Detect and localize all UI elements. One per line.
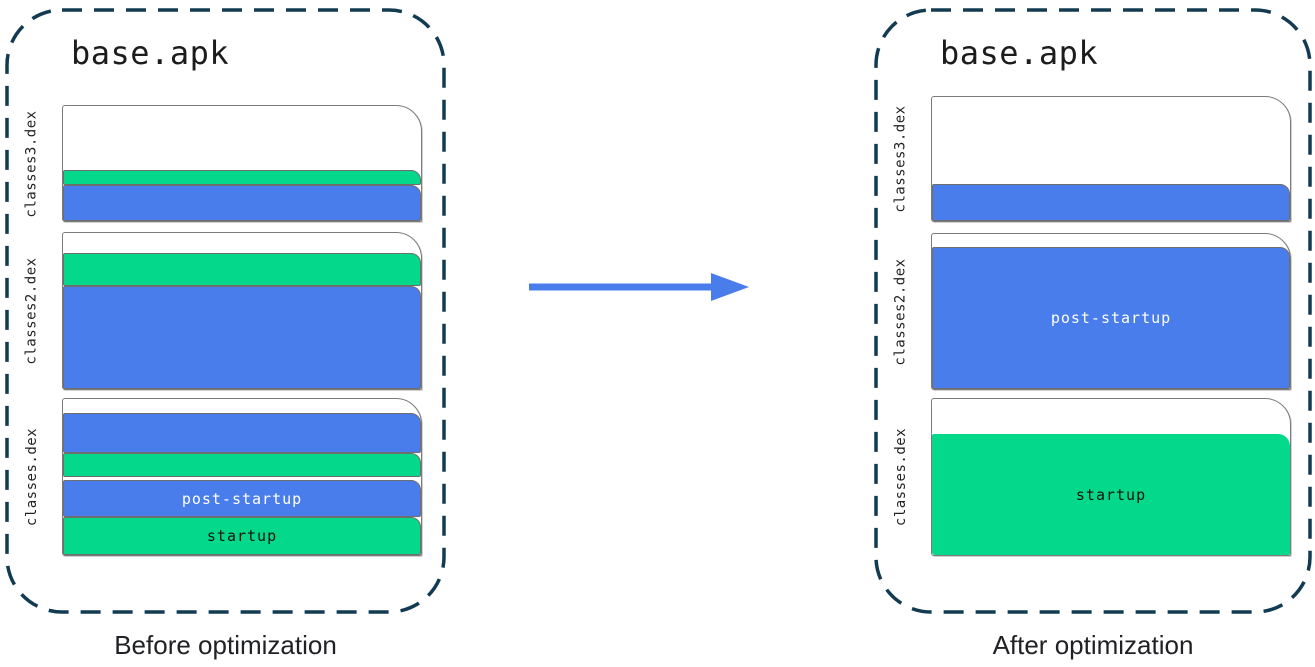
page-free-space (63, 233, 421, 253)
dex-page: post-startup (931, 233, 1291, 390)
dashed-container-border (874, 8, 1312, 614)
apk-title: base.apk (940, 34, 1099, 72)
dashed-container-border (5, 8, 446, 614)
dex-file-label: classes3.dex (878, 96, 924, 222)
optimization-arrow-icon (529, 273, 749, 301)
dex-segment-startup: startup (63, 517, 421, 555)
dex-file-label-text: classes.dex (893, 427, 909, 527)
page-free-space (63, 106, 421, 170)
dex-file-label: classes2.dex (9, 232, 55, 390)
dex-file-row: classes2.dex (5, 232, 446, 390)
page-free-space (932, 234, 1290, 247)
dex-file-row: classes3.dex (874, 96, 1312, 222)
dex-segment-post-startup: post-startup (63, 480, 421, 517)
dex-file-label: classes.dex (9, 398, 55, 556)
dex-file-label: classes2.dex (878, 233, 924, 390)
dex-page (931, 96, 1291, 222)
dex-page: startup (931, 398, 1291, 556)
dex-file-label-text: classes2.dex (893, 257, 909, 366)
dex-file-label-text: classes.dex (24, 427, 40, 527)
dex-file-label: classes3.dex (9, 105, 55, 222)
dex-segment-green (63, 253, 421, 286)
dex-file-label-text: classes3.dex (24, 109, 40, 218)
dex-file-row: classes3.dex (5, 105, 446, 222)
dex-file-row: classes.dex startup (874, 398, 1312, 556)
before-caption: Before optimization (114, 630, 337, 660)
panel-after-optimization: base.apk classes3.dex classes2.dex post-st… (874, 8, 1312, 660)
after-caption: After optimization (992, 630, 1194, 660)
apk-title: base.apk (71, 34, 230, 72)
dex-file-row: classes2.dex post-startup (874, 233, 1312, 390)
page-free-space (932, 399, 1290, 434)
dex-segment-green (63, 170, 421, 185)
dex-page (62, 105, 422, 222)
dex-segment-blue (63, 286, 421, 389)
dex-segment-startup: startup (932, 434, 1290, 555)
dex-segment-post-startup: post-startup (932, 247, 1290, 389)
dex-segment-blue (932, 184, 1290, 221)
dex-file-label-text: classes3.dex (893, 105, 909, 213)
dex-segment-green (63, 453, 421, 477)
dex-segment-blue (63, 413, 421, 453)
dex-file-label-text: classes2.dex (24, 257, 40, 365)
page-free-space (932, 97, 1290, 184)
dex-file-label: classes.dex (878, 398, 924, 556)
panel-before-optimization: base.apk classes3.dex classes2.dex classes… (5, 8, 446, 660)
dex-page (62, 232, 422, 390)
page-free-space (63, 399, 421, 413)
dex-segment-blue (63, 185, 421, 221)
